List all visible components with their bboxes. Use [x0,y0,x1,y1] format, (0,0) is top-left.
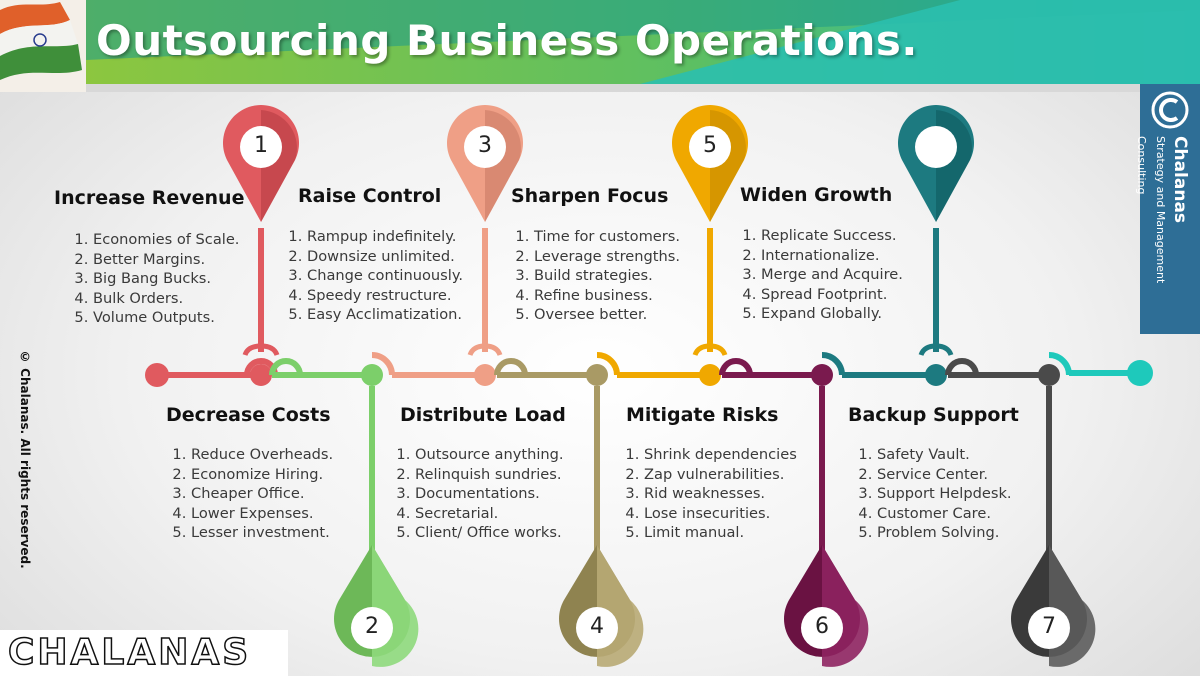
list-item: Rampup indefinitely. [307,227,463,247]
list-item: Shrink dependencies [644,445,797,465]
pin-2-number: 2 [365,614,379,639]
list-item: Economize Hiring. [191,465,333,485]
list-item: Better Margins. [93,250,239,270]
list-sharpen-focus: Time for customers. Leverage strengths. … [501,227,680,325]
chalanas-logo-icon [1151,91,1189,129]
brand-tagline: Strategy and Management Consulting [1135,136,1167,284]
list-item: Economies of Scale. [93,230,239,250]
list-item: Expand Globally. [761,304,903,324]
list-item: Build strategies. [534,266,680,286]
list-widen-growth: Replicate Success. Internationalize. Mer… [728,226,903,324]
list-item: Documentations. [415,484,564,504]
heading-increase-revenue: Increase Revenue [54,187,245,209]
list-increase-revenue: Economies of Scale. Better Margins. Big … [60,230,239,328]
list-item: Easy Acclimatization. [307,305,463,325]
list-item: Refine business. [534,286,680,306]
brand-text: Chalanas Strategy and Management Consult… [1135,136,1190,336]
node-5 [699,364,721,386]
heading-raise-control: Raise Control [298,185,442,207]
list-item: Downsize unlimited. [307,247,463,267]
heading-distribute-load: Distribute Load [400,404,566,426]
heading-mitigate-risks: Mitigate Risks [626,404,779,426]
list-mitigate-risks: Shrink dependencies Zap vulnerabilities.… [611,445,797,543]
list-item: Zap vulnerabilities. [644,465,797,485]
list-raise-control: Rampup indefinitely. Downsize unlimited.… [274,227,463,325]
list-item: Speedy restructure. [307,286,463,306]
list-item: Reduce Overheads. [191,445,333,465]
list-item: Relinquish sundries. [415,465,564,485]
end-dot [1127,360,1153,386]
chalanas-wordmark: CHALANAS [0,630,288,676]
list-item: Lose insecurities. [644,504,797,524]
list-item: Volume Outputs. [93,308,239,328]
list-item: Client/ Office works. [415,523,564,543]
list-item: Lesser investment. [191,523,333,543]
heading-decrease-costs: Decrease Costs [166,404,331,426]
list-item: Internationalize. [761,246,903,266]
list-decrease-costs: Reduce Overheads. Economize Hiring. Chea… [158,445,333,543]
pin-7-number: 7 [1042,614,1056,639]
node-2 [361,364,383,386]
title-banner [86,0,1200,92]
list-item: Secretarial. [415,504,564,524]
list-item: Merge and Acquire. [761,265,903,285]
list-backup-support: Safety Vault. Service Center. Support He… [844,445,1012,543]
list-item: Bulk Orders. [93,289,239,309]
node-4 [586,364,608,386]
pin-3-number: 3 [478,133,492,158]
pin-6-number: 6 [815,614,829,639]
node-3 [474,364,496,386]
brand-name: Chalanas [1170,136,1190,224]
list-item: Oversee better. [534,305,680,325]
list-item: Leverage strengths. [534,247,680,267]
list-item: Safety Vault. [877,445,1012,465]
list-item: Customer Care. [877,504,1012,524]
node-6 [811,364,833,386]
copyright-notice: © Chalanas. All rights reserved. [18,350,32,569]
heading-sharpen-focus: Sharpen Focus [511,185,669,207]
list-item: Big Bang Bucks. [93,269,239,289]
list-item: Problem Solving. [877,523,1012,543]
page-title: Outsourcing Business Operations. [96,16,918,65]
heading-backup-support: Backup Support [848,404,1019,426]
list-item: Service Center. [877,465,1012,485]
list-item: Replicate Success. [761,226,903,246]
list-item: Rid weaknesses. [644,484,797,504]
list-item: Cheaper Office. [191,484,333,504]
list-item: Time for customers. [534,227,680,247]
pin-1-number: 1 [254,133,268,158]
flag-art-image [0,0,86,92]
node-1 [250,364,272,386]
start-dot [145,363,169,387]
heading-widen-growth: Widen Growth [740,184,893,206]
list-distribute-load: Outsource anything. Relinquish sundries.… [382,445,564,543]
list-item: Outsource anything. [415,445,564,465]
list-item: Limit manual. [644,523,797,543]
node-7 [1038,364,1060,386]
list-item: Spread Footprint. [761,285,903,305]
list-item: Change continuously. [307,266,463,286]
list-item: Lower Expenses. [191,504,333,524]
node-growth [925,364,947,386]
pin-4-number: 4 [590,614,604,639]
list-item: Support Helpdesk. [877,484,1012,504]
pin-5-number: 5 [703,133,717,158]
